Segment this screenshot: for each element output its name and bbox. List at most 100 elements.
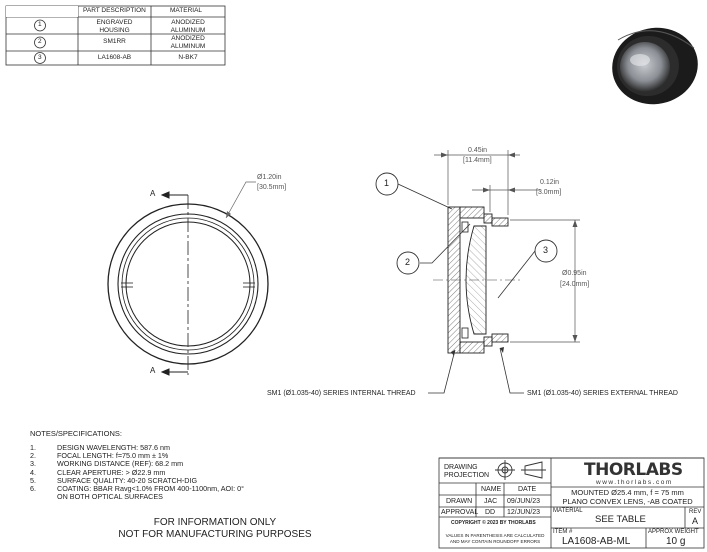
lip-dimension: 0.12in bbox=[540, 179, 560, 186]
note-number: 2. bbox=[30, 451, 36, 461]
note-item: 2. FOCAL LENGTH: f=75.0 mm ± 1% bbox=[30, 451, 244, 461]
note-number: 3. bbox=[30, 459, 36, 469]
desc-line: HOUSING bbox=[99, 27, 130, 34]
description-line: PLANO CONVEX LENS, -AB COATED bbox=[562, 496, 693, 506]
third-angle-projection-icon bbox=[495, 460, 546, 480]
units-note: VALUES IN PARENTHESIS ARE CALCULATED AND… bbox=[439, 533, 551, 545]
note-text: FOCAL LENGTH: f=75.0 mm ± 1% bbox=[57, 451, 169, 461]
parts-table-row-2-material: ANODIZED ALUMINUM bbox=[151, 35, 225, 51]
material-line: ANODIZED bbox=[171, 35, 205, 42]
note-item: 4. CLEAR APERTURE: > Ø22.9 mm bbox=[30, 467, 244, 477]
drawn-date: 09/JUN/23 bbox=[507, 498, 541, 505]
aperture-dimension: Ø0.95in bbox=[562, 270, 587, 277]
parts-table-row-1-number: 1 bbox=[38, 21, 42, 28]
material-line: ALUMINUM bbox=[170, 27, 206, 34]
approval-name: DD bbox=[485, 509, 496, 516]
internal-thread-callout: SM1 (Ø1.035-40) SERIES INTERNAL THREAD bbox=[267, 390, 416, 397]
width-dimension-mm: [11.4mm] bbox=[463, 157, 492, 164]
parts-table-header-material: MATERIAL bbox=[170, 7, 203, 14]
weight-value: 10 g bbox=[666, 536, 686, 547]
disclaimer-line: NOT FOR MANUFACTURING PURPOSES bbox=[118, 529, 312, 540]
aperture-dimension-mm: [24.0mm] bbox=[560, 281, 590, 288]
balloon-3-label: 3 bbox=[543, 245, 549, 255]
balloon-1 bbox=[375, 172, 399, 196]
note-item: 1. DESIGN WAVELENGTH: 587.6 nm bbox=[30, 443, 244, 452]
material-line: ALUMINUM bbox=[170, 43, 206, 50]
notes-list: 1. DESIGN WAVELENGTH: 587.6 nm 2. FOCAL LE… bbox=[30, 443, 244, 501]
note-item: 5. SURFACE QUALITY: 40-20 SCRATCH-DIG bbox=[30, 475, 244, 485]
material-line: N-BK7 bbox=[178, 54, 198, 61]
parts-table-row-2-description: SM1RR bbox=[78, 38, 151, 46]
disclaimer: FOR INFORMATION ONLY NOT FOR MANUFACTURI… bbox=[100, 517, 330, 541]
balloon-2-label: 2 bbox=[405, 257, 411, 267]
thorlabs-logo: THORLABS bbox=[584, 460, 683, 480]
balloon-1-label: 1 bbox=[384, 178, 390, 188]
notes-heading: NOTES/SPECIFICATIONS: bbox=[30, 429, 122, 438]
note-text: COATING: BBAR Ravg<1.0% FROM 400-1100nm,… bbox=[57, 484, 244, 494]
width-dimension: 0.45in bbox=[468, 147, 488, 154]
note-text: CLEAR APERTURE: > Ø22.9 mm bbox=[57, 467, 166, 477]
title-block-grid bbox=[438, 457, 705, 549]
item-number: LA1608-AB-ML bbox=[562, 536, 631, 547]
balloon-3 bbox=[534, 239, 558, 263]
note-item: ON BOTH OPTICAL SURFACES bbox=[30, 493, 244, 501]
approval-label: APPROVAL bbox=[441, 509, 479, 516]
weight-label: APPROX WEIGHT bbox=[648, 529, 699, 535]
rev-value: A bbox=[692, 516, 699, 526]
disclaimer-line: FOR INFORMATION ONLY bbox=[153, 517, 277, 528]
parts-table-grid bbox=[5, 5, 226, 66]
balloon-2 bbox=[396, 251, 420, 275]
copyright: COPYRIGHT © 2023 BY THORLABS bbox=[451, 520, 536, 526]
description-line: MOUNTED Ø25.4 mm, f = 75 mm bbox=[571, 488, 684, 497]
parts-table-row-1-description: ENGRAVED HOUSING bbox=[78, 19, 151, 35]
col-name-header: NAME bbox=[481, 486, 502, 493]
material-label: MATERIAL bbox=[553, 508, 583, 514]
projection-label-line: PROJECTION bbox=[444, 472, 490, 479]
projection-label-line: DRAWING bbox=[444, 464, 478, 471]
part-description: MOUNTED Ø25.4 mm, f = 75 mm PLANO CONVEX… bbox=[551, 488, 704, 506]
note-text: WORKING DISTANCE (REF): 68.2 mm bbox=[57, 459, 184, 469]
units-note-line: VALUES IN PARENTHESIS ARE CALCULATED bbox=[445, 533, 545, 538]
item-label: ITEM # bbox=[553, 529, 573, 535]
parts-table-header-description: PART DESCRIPTION bbox=[83, 7, 146, 14]
note-text: ON BOTH OPTICAL SURFACES bbox=[57, 492, 163, 502]
section-view bbox=[375, 150, 580, 394]
approval-date: 12/JUN/23 bbox=[507, 509, 541, 516]
material-line: ANODIZED bbox=[171, 19, 205, 26]
parts-table-row-2-number: 2 bbox=[38, 38, 42, 45]
section-label-top: A bbox=[150, 189, 156, 198]
units-note-line: AND MAY CONTAIN ROUNDOFF ERRORS bbox=[449, 539, 541, 544]
note-item: 6. COATING: BBAR Ravg<1.0% FROM 400-1100n… bbox=[30, 484, 244, 494]
front-diameter-dimension: Ø1.20in bbox=[257, 174, 282, 181]
parts-table-row-3-number: 3 bbox=[38, 54, 42, 61]
note-item: 3. WORKING DISTANCE (REF): 68.2 mm bbox=[30, 460, 244, 468]
note-number: 1. bbox=[30, 443, 36, 452]
note-number: 5. bbox=[30, 475, 36, 485]
drawn-label: DRAWN bbox=[446, 498, 473, 505]
section-label-bottom: A bbox=[150, 366, 156, 375]
drawn-name: JAC bbox=[484, 498, 498, 505]
parts-table-row-3-material: N-BK7 bbox=[151, 54, 225, 62]
col-date-header: DATE bbox=[518, 486, 537, 493]
projection-label: DRAWING PROJECTION bbox=[444, 464, 489, 480]
note-number: 4. bbox=[30, 467, 36, 477]
desc-line: ENGRAVED bbox=[96, 19, 133, 26]
thorlabs-website: www.thorlabs.com bbox=[596, 479, 673, 486]
desc-line: LA1608-AB bbox=[97, 54, 132, 61]
note-text: SURFACE QUALITY: 40-20 SCRATCH-DIG bbox=[57, 475, 198, 485]
front-view bbox=[107, 181, 269, 376]
material-value: SEE TABLE bbox=[595, 514, 646, 525]
note-text: DESIGN WAVELENGTH: 587.6 nm bbox=[57, 443, 171, 452]
parts-table-row-3-description: LA1608-AB bbox=[78, 54, 151, 62]
front-diameter-dimension-mm: [30.5mm] bbox=[257, 184, 287, 191]
lip-dimension-mm: [3.0mm] bbox=[536, 189, 562, 196]
note-number: 6. bbox=[30, 484, 36, 494]
product-image bbox=[612, 27, 698, 105]
external-thread-callout: SM1 (Ø1.035-40) SERIES EXTERNAL THREAD bbox=[527, 390, 678, 397]
parts-table-balloons bbox=[34, 19, 46, 64]
desc-line: SM1RR bbox=[103, 38, 126, 45]
rev-label: REV bbox=[689, 509, 702, 515]
parts-table-row-1-material: ANODIZED ALUMINUM bbox=[151, 19, 225, 35]
